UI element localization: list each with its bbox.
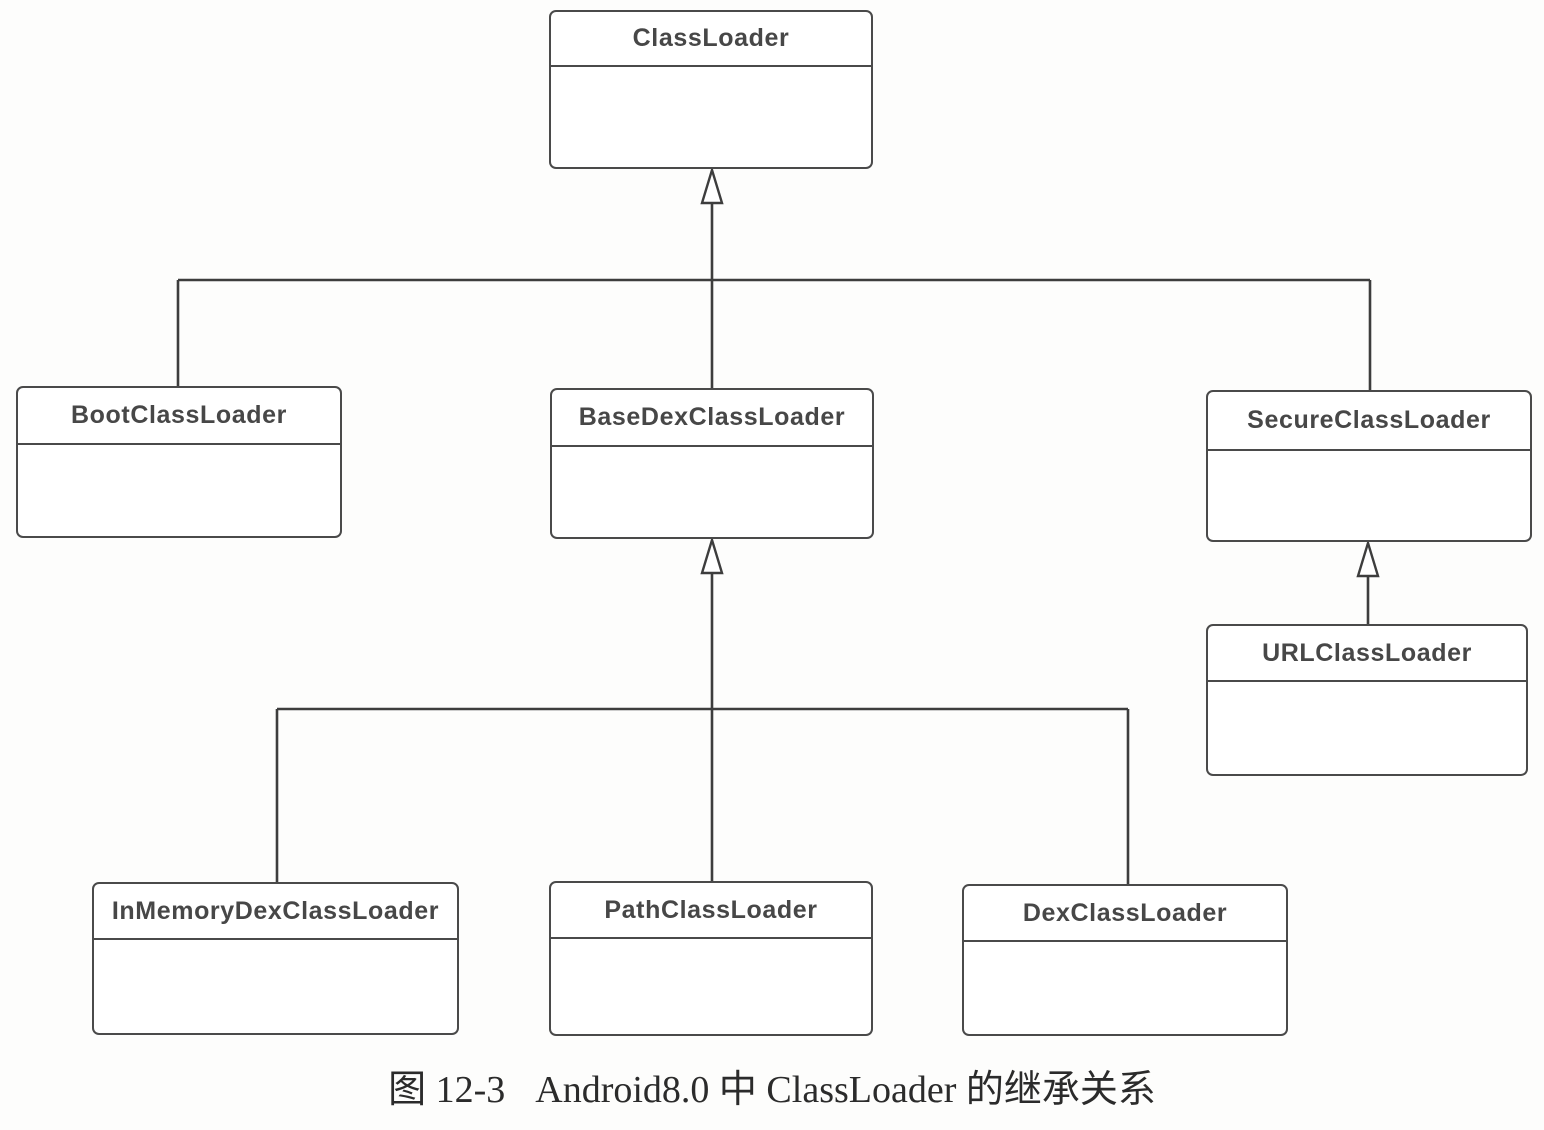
class-name-label: SecureClassLoader	[1247, 406, 1491, 434]
class-box-dexclassloader[interactable]: DexClassLoader	[962, 884, 1288, 1036]
class-box-header: BootClassLoader	[18, 388, 340, 445]
class-box-members	[94, 940, 457, 1033]
class-box-members	[551, 67, 871, 167]
figure-caption: 图 12-3 Android8.0 中 ClassLoader 的继承关系	[0, 1058, 1544, 1113]
class-box-header: URLClassLoader	[1208, 626, 1526, 682]
class-name-label: ClassLoader	[632, 24, 790, 52]
class-box-basedexclassloader[interactable]: BaseDexClassLoader	[550, 388, 874, 539]
class-box-members	[18, 445, 340, 536]
class-box-secureclassloader[interactable]: SecureClassLoader	[1206, 390, 1532, 542]
figure-caption-text: Android8.0 中 ClassLoader 的继承关系	[535, 1069, 1156, 1111]
class-box-members	[964, 942, 1286, 1034]
class-name-label: PathClassLoader	[604, 895, 818, 924]
class-box-members	[551, 939, 871, 1034]
class-box-urlclassloader[interactable]: URLClassLoader	[1206, 624, 1528, 776]
class-box-header: PathClassLoader	[551, 883, 871, 939]
arrowhead-basedexclassloader	[700, 535, 724, 575]
class-box-pathclassloader[interactable]: PathClassLoader	[549, 881, 873, 1036]
class-box-header: ClassLoader	[551, 12, 871, 67]
class-name-label: BootClassLoader	[71, 401, 287, 429]
class-box-members	[1208, 682, 1526, 774]
class-box-header: BaseDexClassLoader	[552, 390, 872, 447]
class-box-classloader[interactable]: ClassLoader	[549, 10, 873, 169]
class-name-label: DexClassLoader	[1022, 898, 1228, 927]
class-name-label: BaseDexClassLoader	[578, 403, 846, 431]
class-name-label: URLClassLoader	[1262, 638, 1472, 667]
figure-number: 图 12-3	[388, 1069, 506, 1111]
class-box-header: SecureClassLoader	[1208, 392, 1530, 451]
arrowhead-secureclassloader	[1356, 538, 1380, 578]
class-name-label: InMemoryDexClassLoader	[111, 896, 440, 925]
class-box-inmemorydexclassloader[interactable]: InMemoryDexClassLoader	[92, 882, 459, 1035]
class-box-members	[1208, 451, 1530, 540]
class-box-bootclassloader[interactable]: BootClassLoader	[16, 386, 342, 538]
class-box-header: DexClassLoader	[964, 886, 1286, 942]
class-box-header: InMemoryDexClassLoader	[94, 884, 457, 940]
class-box-members	[552, 447, 872, 537]
arrowhead-classloader	[700, 165, 724, 205]
